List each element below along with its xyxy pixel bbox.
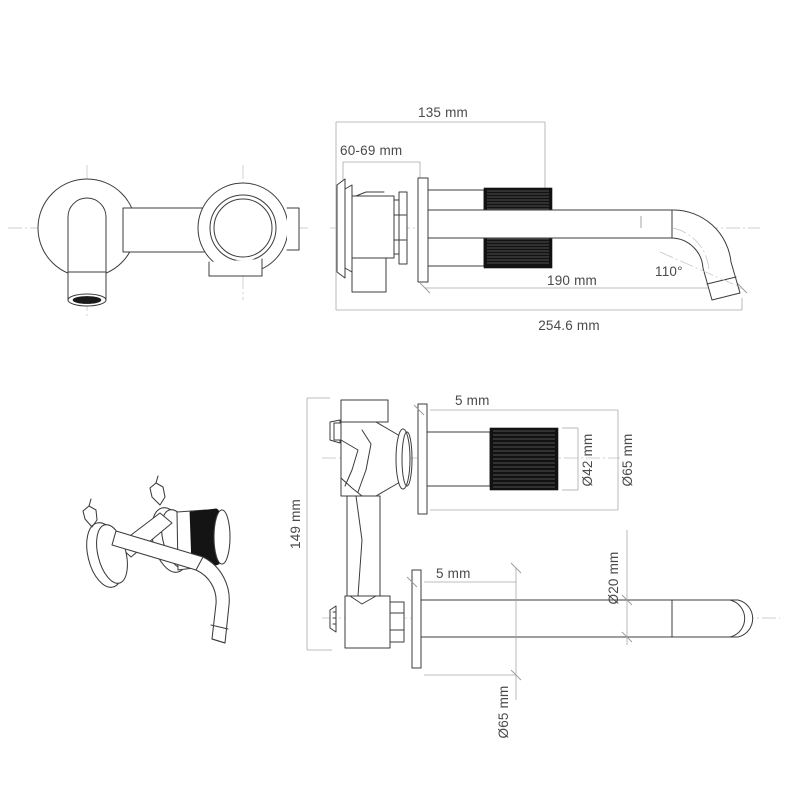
iso-handle-screw-lug bbox=[149, 482, 166, 506]
side-knurl-striations bbox=[493, 430, 555, 488]
front-handle-ring-inner bbox=[213, 198, 273, 258]
iso-spout-screw-pin bbox=[88, 498, 92, 507]
side-spout-elbow-block bbox=[344, 595, 391, 649]
dim-label-5mm-upper: 5 mm bbox=[455, 393, 490, 408]
side-cartridge-inner-curve-b bbox=[357, 429, 372, 493]
side-cartridge-inner-curve-a bbox=[340, 439, 359, 487]
plan-backplate bbox=[336, 178, 346, 279]
side-top-lug-inner bbox=[333, 422, 342, 441]
plan-spout-body bbox=[427, 209, 741, 301]
side-elevation-view: 149 mm bbox=[288, 393, 780, 738]
iso-handle-screw-pin bbox=[155, 475, 159, 484]
dim-label-149: 149 mm bbox=[288, 499, 303, 549]
dim-label-d42: Ø42 mm bbox=[580, 434, 595, 487]
side-cartridge-body bbox=[340, 421, 401, 497]
plan-angle-arc bbox=[672, 227, 710, 273]
dim-d20-tick-bottom bbox=[621, 631, 633, 643]
front-handle-bottom-lug bbox=[208, 258, 263, 277]
plan-wall-flange bbox=[417, 177, 429, 283]
dim-5mm-lower-tick bbox=[406, 576, 418, 588]
side-collar-ellipse-inner bbox=[401, 431, 413, 487]
dim-d20-tick-top bbox=[621, 594, 633, 606]
dim-190-tick-left bbox=[419, 282, 431, 294]
plan-lower-knurled-grip bbox=[483, 235, 553, 269]
side-vertical-column bbox=[346, 495, 381, 601]
dim-label-254-6: 254.6 mm bbox=[538, 318, 600, 333]
side-elbow-top-curve bbox=[349, 595, 377, 605]
iso-spout-arm bbox=[111, 530, 230, 644]
side-cartridge-inner-curve-c bbox=[340, 477, 363, 497]
dim-label-d65-upper: Ø65 mm bbox=[620, 434, 635, 487]
plan-valve-lower-block bbox=[351, 257, 387, 293]
side-lower-wall-flange bbox=[411, 569, 422, 669]
front-spout-tube bbox=[67, 197, 107, 301]
plan-spout-outlet-seam bbox=[706, 276, 737, 285]
plan-backplate-inner bbox=[344, 184, 353, 273]
plan-lower-knurl-striations bbox=[487, 238, 549, 264]
front-elevation-view bbox=[8, 165, 310, 318]
isometric-view bbox=[82, 475, 231, 644]
plan-valve-body bbox=[351, 195, 395, 259]
side-spout-hex-nut bbox=[329, 605, 337, 633]
dim-label-d20: Ø20 mm bbox=[606, 552, 621, 605]
side-column-inner-line bbox=[355, 495, 363, 597]
plan-view: 135 mm 60-69 mm 190 mm 254.6 mm 110° bbox=[330, 105, 760, 333]
side-collar-ellipse bbox=[395, 428, 411, 490]
side-top-cap bbox=[340, 399, 389, 423]
dim-label-5mm-lower: 5 mm bbox=[436, 566, 471, 581]
plan-valve-top-detail bbox=[355, 191, 385, 197]
side-upper-wall-flange bbox=[417, 403, 428, 515]
dim-label-135: 135 mm bbox=[418, 105, 468, 120]
side-spout-tube bbox=[420, 599, 754, 638]
iso-spout-outlet-edge bbox=[211, 638, 226, 644]
iso-handle-cap bbox=[213, 509, 231, 565]
iso-spout-outlet-band bbox=[210, 624, 229, 630]
front-handle-side-lug bbox=[286, 207, 300, 251]
front-handle-flange bbox=[197, 182, 289, 274]
plan-angle-ray bbox=[659, 251, 743, 289]
dim-d65-lower-tick-top bbox=[510, 562, 522, 574]
dim-5mm-upper-tick bbox=[413, 404, 425, 416]
plan-lower-tube-front bbox=[427, 237, 485, 267]
dim-label-60-69: 60-69 mm bbox=[340, 143, 402, 158]
front-spout-outlet-bore bbox=[72, 296, 102, 304]
side-handle-barrel bbox=[426, 431, 491, 487]
plan-valve-stem-plate bbox=[398, 191, 408, 265]
dim-label-190: 190 mm bbox=[547, 273, 597, 288]
side-spout-collar bbox=[389, 601, 405, 643]
side-spout-end-cap-curve bbox=[729, 599, 746, 638]
dim-label-d65-lower: Ø65 mm bbox=[496, 686, 511, 739]
dim-label-110-deg: 110° bbox=[655, 264, 683, 279]
iso-spout-bend-seam bbox=[195, 556, 204, 571]
